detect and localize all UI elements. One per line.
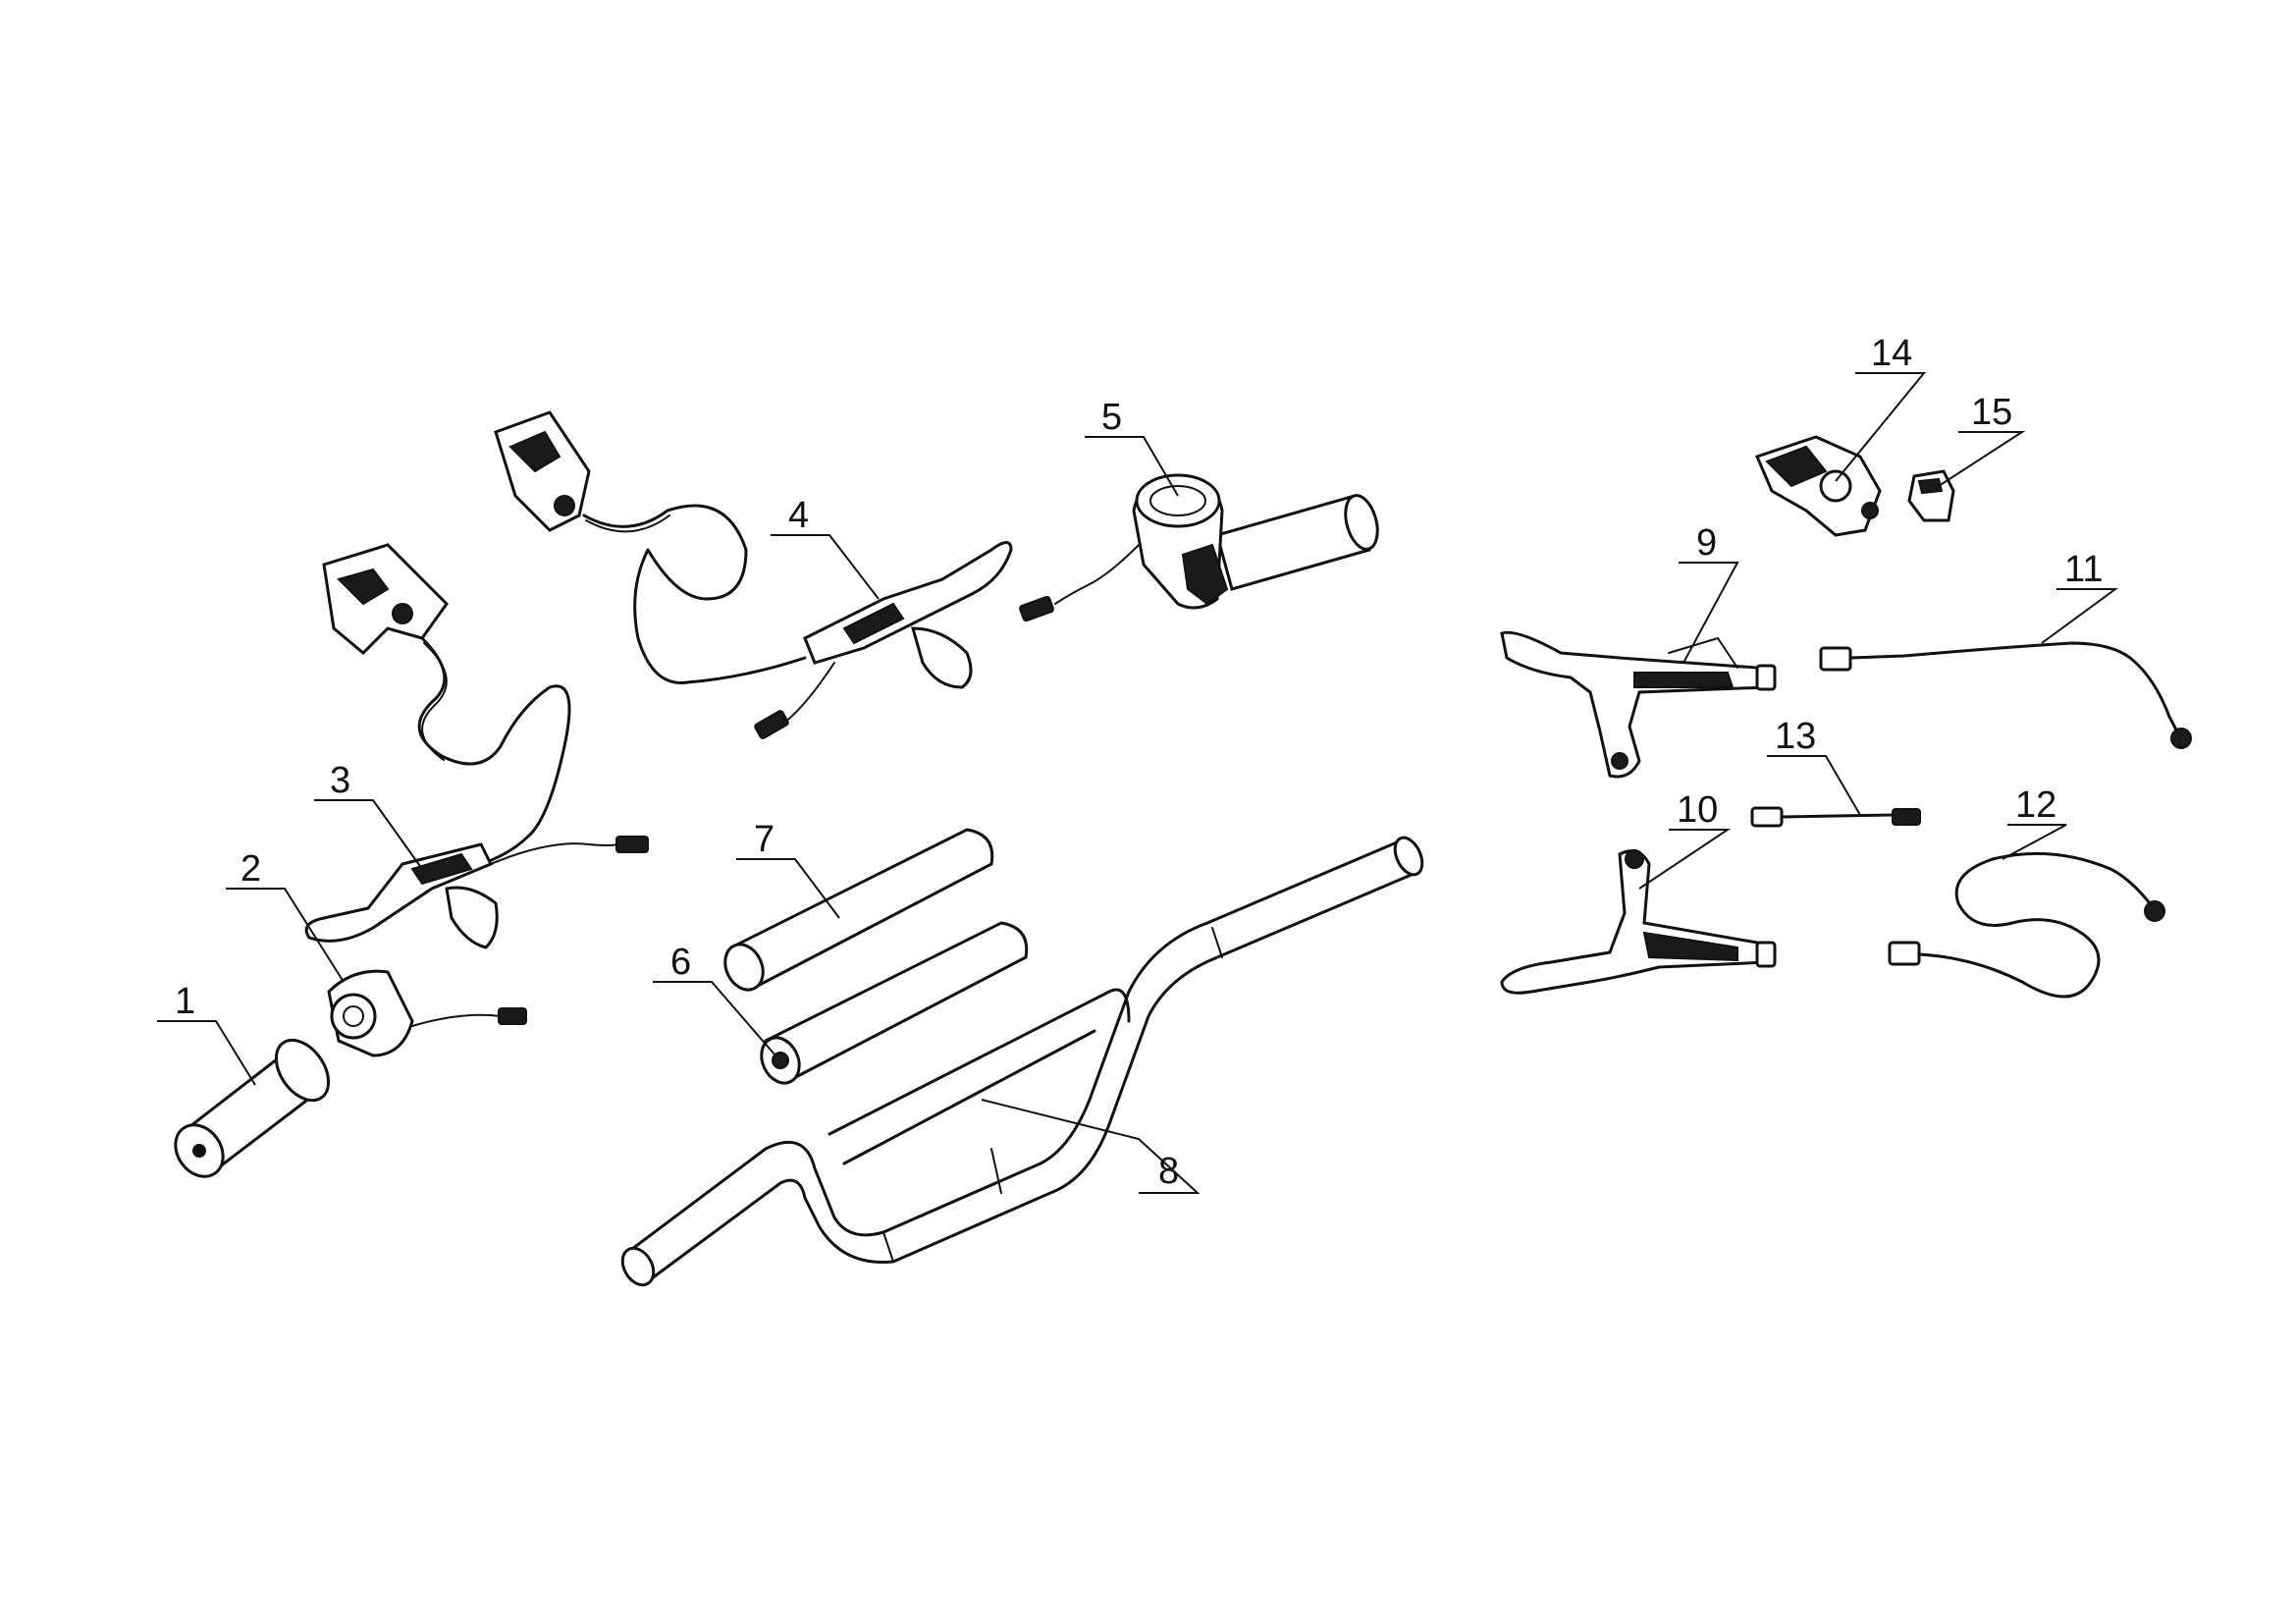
callout-labels: 1 2 3 4 5 6 7 8 9 10 11 12 13 14 15: [175, 333, 2103, 1192]
part-3-left-brake: [304, 543, 649, 949]
part-7-grip-tube: [723, 828, 994, 992]
leader-lines: [157, 372, 2119, 1194]
callout-7: 7: [754, 819, 774, 860]
part-4-right-brake: [494, 410, 1013, 739]
part-5-throttle: [1019, 473, 1379, 622]
callout-6: 6: [670, 942, 691, 983]
callout-11: 11: [2064, 549, 2103, 590]
part-14-caliper: [1754, 435, 1882, 537]
part-8-handlebar: [620, 836, 1424, 1287]
part-12-brake-hose: [1888, 851, 2165, 999]
callout-9: 9: [1696, 522, 1717, 564]
callout-3: 3: [330, 760, 350, 801]
part-6-grip-tube: [760, 921, 1029, 1085]
callout-10: 10: [1677, 789, 1718, 831]
callout-1: 1: [175, 981, 195, 1022]
callout-12: 12: [2015, 784, 2056, 826]
part-11-brake-hose: [1819, 641, 2192, 749]
part-10-brake-lever: [1500, 849, 1777, 995]
part-15-clip: [1907, 469, 1955, 522]
callout-2: 2: [240, 848, 261, 890]
part-9-brake-lever: [1500, 630, 1777, 779]
callout-4: 4: [788, 495, 809, 536]
part-13-cable: [1750, 806, 1921, 828]
callout-13: 13: [1775, 716, 1816, 757]
part-1-grip: [174, 1038, 331, 1178]
callout-15: 15: [1971, 392, 2012, 433]
callout-8: 8: [1158, 1151, 1179, 1192]
part-2-switch: [327, 969, 527, 1057]
callout-14: 14: [1871, 333, 1912, 374]
callout-5: 5: [1101, 397, 1122, 438]
